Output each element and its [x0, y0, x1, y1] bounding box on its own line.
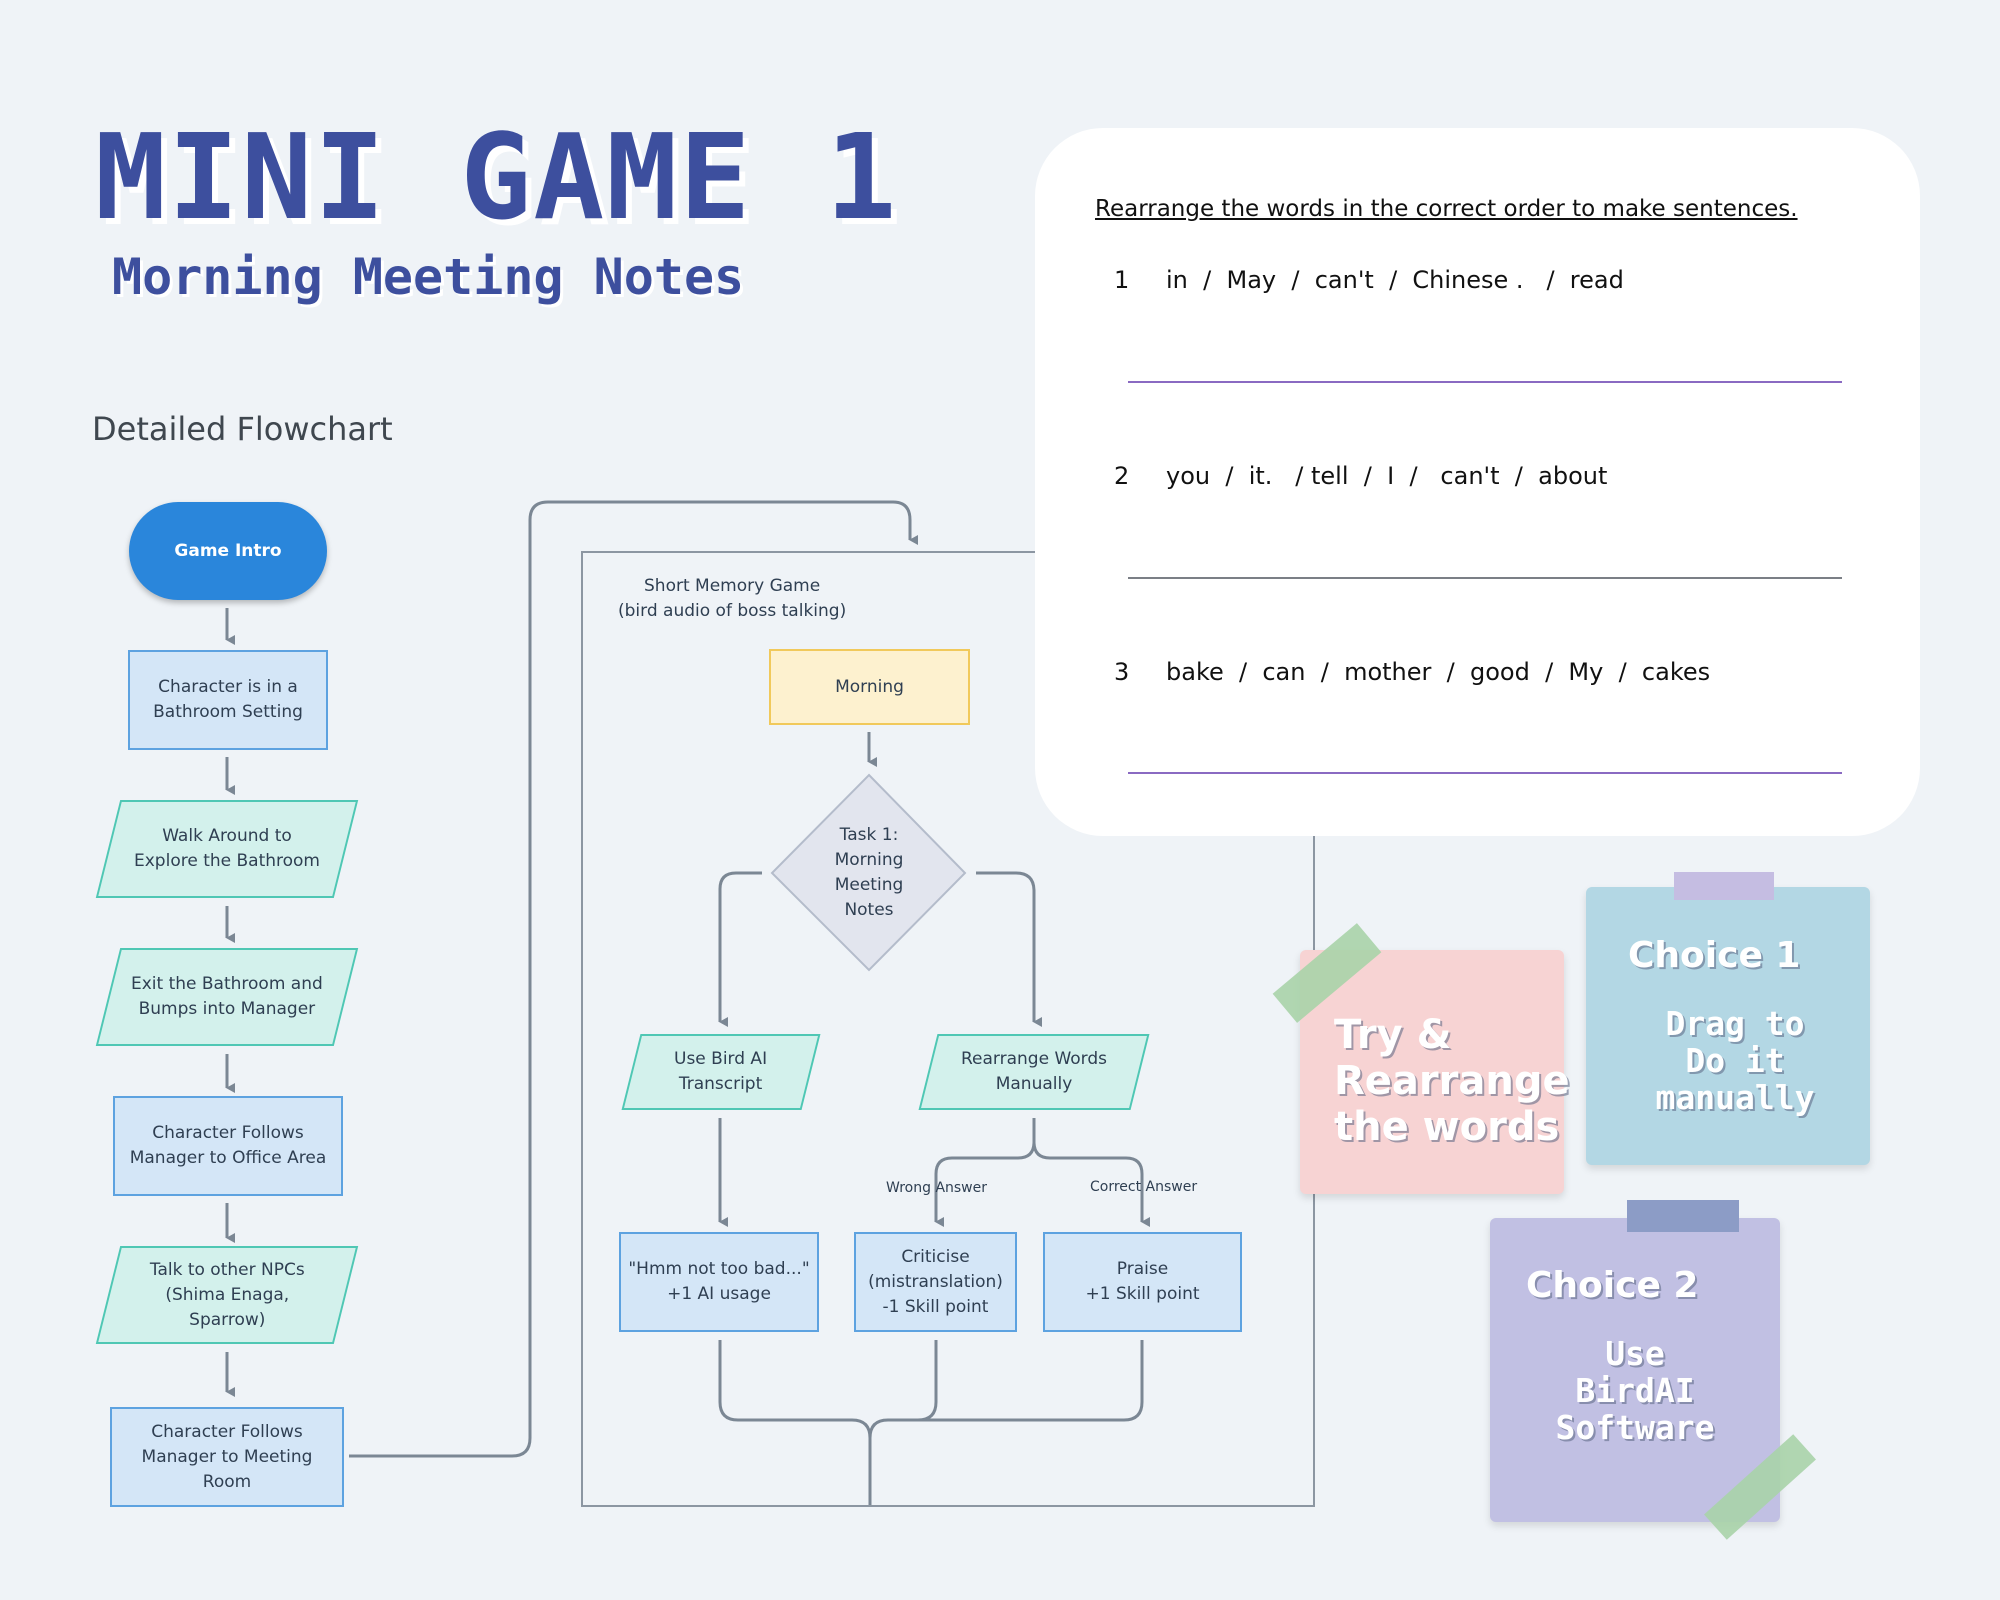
arrow-rearrange-wrong: [934, 1118, 1036, 1227]
choice-2-body: Use BirdAI Software: [1555, 1334, 1715, 1447]
game-intro-node: Game Intro: [129, 502, 327, 600]
choice-2-note[interactable]: [1490, 1218, 1780, 1522]
follow-office-node: Character Follows Manager to Office Area: [113, 1096, 343, 1196]
merge-connector-right: [888, 1340, 1144, 1422]
bathroom-setting-node: Character is in a Bathroom Setting: [128, 650, 328, 750]
question-number-1: 1: [1114, 266, 1130, 294]
choice-1-title: Choice 1: [1628, 935, 1801, 976]
question-1-words: in / May / can't / Chinese . / read: [1166, 266, 1624, 294]
use-bird-ai-node: Use Bird AI Transcript: [621, 1034, 821, 1110]
rearrange-manual-node: Rearrange Words Manually: [918, 1034, 1150, 1110]
try-rearrange-text: Try & Rearrange the words: [1334, 1012, 1570, 1150]
question-number-3: 3: [1114, 658, 1130, 686]
arrow-task-to-rearrange: [976, 871, 1042, 1027]
choice-2-title: Choice 2: [1526, 1265, 1699, 1306]
talk-npcs-node: Talk to other NPCs (Shima Enaga, Sparrow…: [95, 1246, 359, 1344]
memory-game-group-label: Short Memory Game (bird audio of boss ta…: [618, 576, 847, 621]
answer-line-2[interactable]: [1128, 577, 1842, 579]
wrong-answer-label: Wrong Answer: [886, 1180, 988, 1196]
criticise-result-node: Criticise (mistranslation) -1 Skill poin…: [854, 1232, 1017, 1332]
merge-connector-middle: [868, 1340, 938, 1439]
answer-line-3[interactable]: [1128, 772, 1842, 774]
tape-strip: [1627, 1200, 1739, 1232]
answer-line-1[interactable]: [1128, 381, 1842, 383]
arrow-rearrange-correct: [1032, 1141, 1150, 1227]
choice-1-note[interactable]: [1586, 887, 1870, 1165]
arrow-meeting-to-memory-game: [349, 500, 918, 1458]
worksheet-instruction: Rearrange the words in the correct order…: [1095, 196, 1798, 222]
exit-bathroom-node: Exit the Bathroom and Bumps into Manager: [95, 948, 359, 1046]
hmm-result-node: "Hmm not too bad..." +1 AI usage: [619, 1232, 819, 1332]
question-number-2: 2: [1114, 462, 1130, 490]
task1-label: Task 1: Morning Meeting Notes: [834, 825, 904, 920]
section-heading: Detailed Flowchart: [92, 410, 393, 448]
choice-1-body: Drag to Do it manually: [1655, 1004, 1815, 1117]
try-rearrange-note: [1300, 950, 1564, 1194]
worksheet-card: [1035, 128, 1920, 836]
question-2-words: you / it. / tell / I / can't / about: [1166, 462, 1608, 490]
walk-around-node: Walk Around to Explore the Bathroom: [95, 800, 359, 898]
question-3-words: bake / can / mother / good / My / cakes: [1166, 658, 1711, 686]
game-title: MINI GAME 1: [95, 108, 899, 246]
game-subtitle: Morning Meeting Notes: [112, 248, 745, 306]
morning-node: Morning: [769, 649, 970, 725]
task1-decision-diamond: [770, 773, 967, 972]
tape-strip: [1674, 872, 1774, 900]
merge-connector-left: [718, 1340, 872, 1507]
follow-meeting-node: Character Follows Manager to Meeting Roo…: [110, 1407, 344, 1507]
arrow-task-to-bird-ai: [718, 871, 762, 1027]
praise-result-node: Praise +1 Skill point: [1043, 1232, 1242, 1332]
correct-answer-label: Correct Answer: [1090, 1179, 1198, 1195]
